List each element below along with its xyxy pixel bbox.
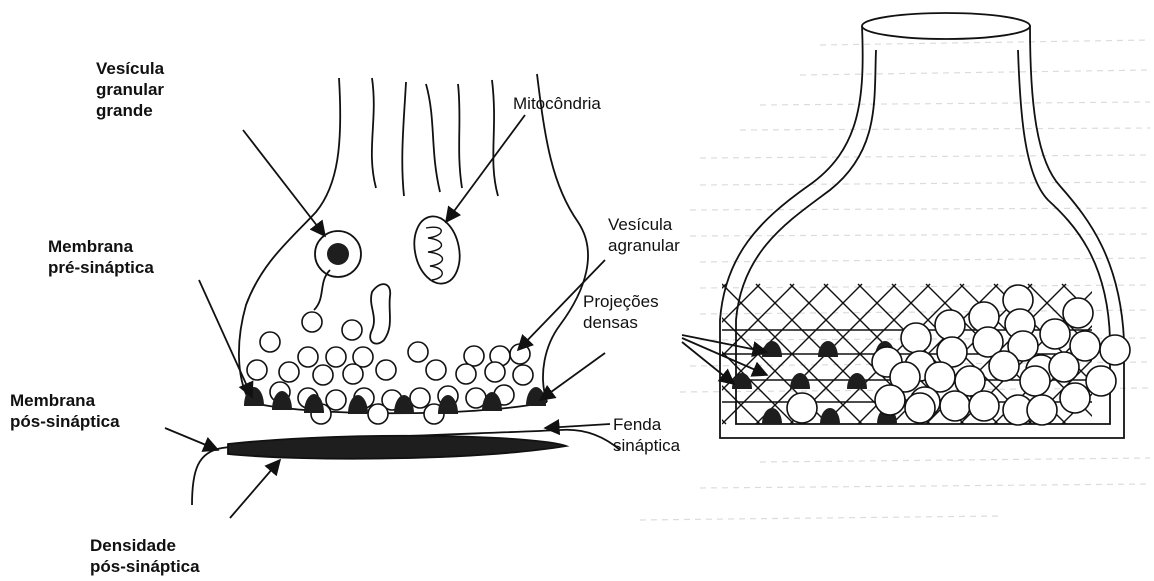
synaptic-vesicle xyxy=(342,320,362,340)
synaptic-vesicle xyxy=(426,360,446,380)
arrow-dense-projection-left xyxy=(540,353,605,400)
synaptic-vesicle xyxy=(260,332,280,352)
schematic-top-opening xyxy=(862,13,1030,39)
synaptic-vesicle xyxy=(787,393,817,423)
lattice-diagonal xyxy=(1130,284,1154,424)
label-presynaptic-membrane: Membrana pré-sináptica xyxy=(48,236,154,278)
arrow-postsynaptic-density xyxy=(230,460,280,518)
synaptic-vesicle xyxy=(905,393,935,423)
synaptic-vesicles-right xyxy=(787,285,1130,425)
postsynaptic-membrane xyxy=(192,430,620,505)
leader-arrows xyxy=(165,115,767,518)
synaptic-vesicle xyxy=(464,346,484,366)
label-mitochondria: Mitocôndria xyxy=(513,93,601,114)
texture-line xyxy=(760,102,1150,105)
synaptic-vesicle xyxy=(989,351,1019,381)
dense-projection xyxy=(762,341,782,357)
filament xyxy=(492,80,498,196)
synaptic-vesicle xyxy=(410,388,430,408)
synaptic-vesicle xyxy=(940,391,970,421)
synaptic-vesicle xyxy=(485,362,505,382)
synaptic-vesicle xyxy=(513,365,533,385)
synaptic-vesicle xyxy=(1086,366,1116,396)
terminal-outline-left xyxy=(239,78,340,402)
terminal-outline-right xyxy=(537,74,588,402)
texture-line xyxy=(700,182,1150,185)
synaptic-vesicle xyxy=(1060,383,1090,413)
background-texture xyxy=(640,40,1150,520)
synaptic-vesicle xyxy=(279,362,299,382)
arrow-large-granular-vesicle xyxy=(243,130,325,236)
synaptic-vesicle xyxy=(298,347,318,367)
texture-line xyxy=(820,40,1150,45)
synaptic-vesicle xyxy=(326,347,346,367)
filament xyxy=(402,82,406,196)
dense-projection xyxy=(732,373,752,389)
label-dense-projections: Projeções densas xyxy=(583,291,659,333)
synaptic-vesicle xyxy=(376,360,396,380)
texture-line xyxy=(700,258,1150,262)
synaptic-vesicle xyxy=(456,364,476,384)
dense-projection xyxy=(244,387,264,406)
texture-line xyxy=(740,128,1150,130)
tubule xyxy=(314,270,330,310)
texture-line xyxy=(700,285,1150,288)
arrow-postsynaptic-membrane xyxy=(165,428,218,450)
synaptic-vesicle xyxy=(408,342,428,362)
texture-line xyxy=(800,70,1150,75)
texture-line xyxy=(700,484,1150,488)
dense-projection xyxy=(790,373,810,389)
synaptic-vesicle xyxy=(343,364,363,384)
synaptic-vesicle xyxy=(1049,352,1079,382)
arrow-dense-projection-3 xyxy=(682,342,734,384)
label-postsynaptic-membrane: Membrana pós-sináptica xyxy=(10,390,120,432)
synaptic-vesicle xyxy=(935,310,965,340)
synaptic-vesicle xyxy=(313,365,333,385)
synaptic-vesicle xyxy=(247,360,267,380)
dense-projection xyxy=(762,408,782,424)
synaptic-vesicle xyxy=(1063,298,1093,328)
texture-line xyxy=(690,208,1150,210)
dense-projection xyxy=(847,373,867,389)
texture-line xyxy=(700,155,1150,158)
label-synaptic-cleft: Fenda sináptica xyxy=(613,414,680,456)
texture-line xyxy=(690,234,1150,236)
arrow-synaptic-cleft xyxy=(545,424,610,428)
texture-line xyxy=(640,516,1000,520)
synaptic-vesicle xyxy=(1100,335,1130,365)
synaptic-vesicle xyxy=(1027,395,1057,425)
filament xyxy=(458,84,462,188)
large-granular-vesicle-core xyxy=(327,243,349,265)
synaptic-vesicle xyxy=(969,391,999,421)
texture-line xyxy=(760,458,1150,462)
label-large-granular-vesicle: Vesícula granular grande xyxy=(96,58,164,121)
synaptic-vesicle xyxy=(302,312,322,332)
dense-projection xyxy=(818,341,838,357)
synaptic-vesicle xyxy=(368,404,388,424)
postsynaptic-density xyxy=(228,436,566,459)
mitochondrion-cristae xyxy=(426,227,443,280)
label-postsynaptic-density: Densidade pós-sináptica xyxy=(90,535,200,577)
dense-projection xyxy=(526,387,546,406)
arrow-presynaptic-membrane xyxy=(199,280,252,397)
smooth-er xyxy=(370,284,390,344)
filament xyxy=(372,78,376,188)
synaptic-vesicle xyxy=(1040,319,1070,349)
synaptic-vesicle xyxy=(901,323,931,353)
filament xyxy=(426,84,440,192)
synaptic-vesicle xyxy=(1020,366,1050,396)
label-agranular-vesicle: Vesícula agranular xyxy=(608,214,680,256)
synaptic-vesicle xyxy=(875,385,905,415)
arrow-mitochondria xyxy=(446,115,525,222)
lattice-diagonal xyxy=(1130,284,1154,424)
